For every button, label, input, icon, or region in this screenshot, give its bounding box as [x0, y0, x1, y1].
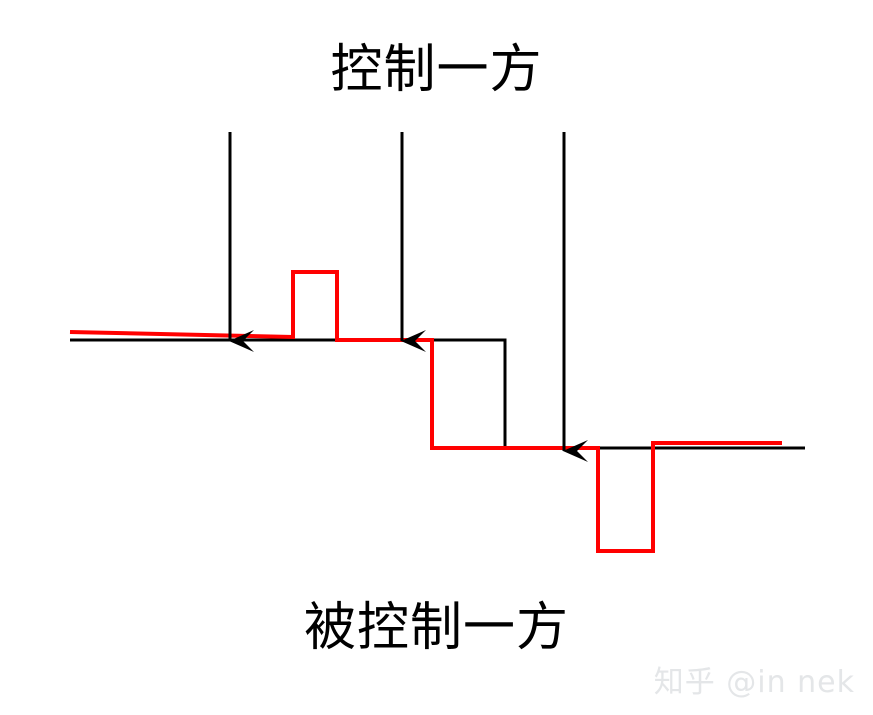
controlled-line	[69, 270, 782, 553]
annotation-arrows	[228, 132, 588, 462]
watermark: 知乎 @in nek	[653, 665, 855, 700]
page-title-bottom: 被控制一方	[303, 598, 569, 658]
page-title-top: 控制一方	[330, 40, 543, 100]
controller-line	[70, 338, 805, 450]
